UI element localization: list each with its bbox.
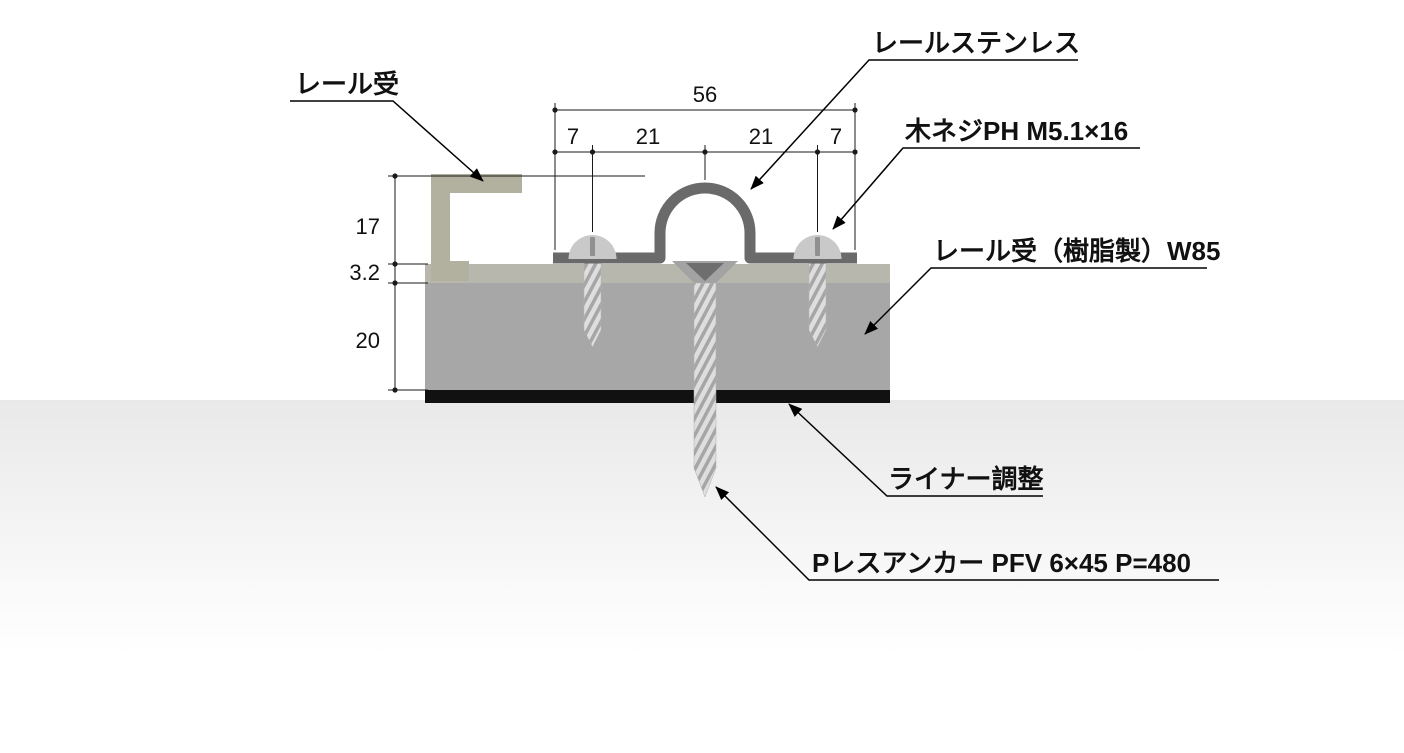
dim-value-3-2: 3.2 (349, 260, 380, 285)
dim-dot (589, 149, 596, 155)
wood-screw-right (808, 261, 827, 348)
rail-receiver-hook (431, 174, 522, 281)
dim-dot (552, 149, 558, 155)
dim-dot (552, 107, 558, 113)
callout-rail-receiver-resin: レール受（樹脂製）W85 (864, 236, 1220, 335)
label-wood-screw: 木ネジPH M5.1×16 (904, 116, 1128, 146)
dim-dot (392, 387, 398, 393)
top-plate-strip (425, 264, 890, 283)
wood-screw-right-head (793, 235, 842, 259)
anchor-shaft (693, 282, 717, 498)
callout-wood-screw: 木ネジPH M5.1×16 (832, 116, 1140, 230)
label-liner-adjustment: ライナー調整 (888, 464, 1043, 494)
callout-anchor: Pレスアンカー PFV 6×45 P=480 (715, 486, 1219, 581)
dimension-pitches: 7 21 21 7 (552, 124, 858, 232)
wood-screw-left-shaft (583, 261, 602, 348)
label-rail-receiver-resin: レール受（樹脂製）W85 (933, 236, 1220, 266)
dim-value-7-right: 7 (830, 124, 842, 149)
dim-dot (702, 149, 708, 155)
anchor-head-recess (686, 263, 724, 281)
dim-dot (852, 107, 858, 113)
dim-dot (392, 173, 398, 179)
dim-value-56: 56 (693, 82, 717, 107)
dimension-overall-width: 56 (552, 82, 858, 250)
stainless-rail (553, 182, 857, 264)
dim-dot (814, 149, 821, 155)
leader-liner-adjustment (788, 403, 1043, 497)
label-anchor: Pレスアンカー PFV 6×45 P=480 (812, 548, 1191, 578)
callout-rail-stainless: レールステンレス (750, 28, 1080, 190)
dim-value-7-left: 7 (567, 124, 579, 149)
leader-anchor (715, 486, 1219, 581)
liner-strip (425, 390, 890, 403)
callout-liner-adjustment: ライナー調整 (788, 403, 1043, 497)
callout-rail-receiver: レール受 (290, 69, 484, 182)
anchor-screw (672, 261, 738, 498)
dim-dot (392, 261, 398, 267)
label-rail-stainless: レールステンレス (872, 28, 1080, 58)
wood-screw-left (583, 261, 602, 348)
leader-wood-screw (832, 147, 1140, 230)
dim-value-21-left: 21 (636, 124, 660, 149)
wood-screw-left-slot (590, 237, 595, 256)
wood-screw-left-head (568, 235, 617, 259)
leader-rail-receiver-resin (864, 267, 1207, 335)
wood-screw-right-shaft (808, 261, 827, 348)
dim-value-20: 20 (356, 328, 380, 353)
dim-value-21-right: 21 (749, 124, 773, 149)
dim-dot (852, 149, 858, 155)
dim-value-17: 17 (356, 214, 380, 239)
label-rail-receiver: レール受 (295, 69, 399, 99)
dim-dot (392, 280, 398, 286)
wood-screw-right-slot (815, 237, 820, 256)
dimension-heights: 17 3.2 20 (349, 173, 645, 393)
leader-rail-receiver (290, 100, 484, 182)
leader-rail-stainless (750, 59, 1078, 190)
